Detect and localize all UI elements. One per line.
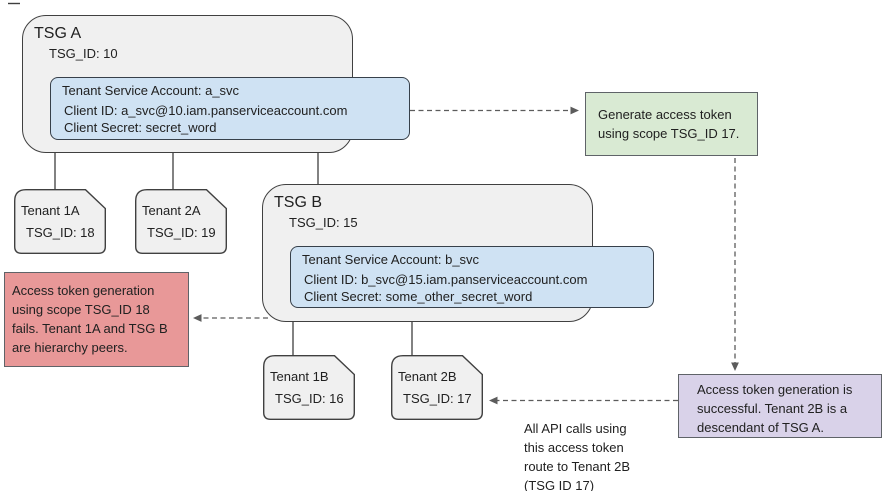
token-fail-note: Access token generation using scope TSG_… [4,272,189,367]
token-success-line-3: descendant of TSG A. [697,420,824,435]
token-fail-line-1: Access token generation [12,283,155,298]
arrowhead-down-icon [731,362,739,371]
tenant-1a-card: Tenant 1A TSG_ID: 18 [14,189,106,254]
tenant-card-shape [391,355,483,420]
service-account-a-client-secret: Client Secret: secret_word [64,120,217,135]
api-route-line-2: this access token [524,440,624,455]
tenant-card-shape [263,355,355,420]
tsg-a-title: TSG A [34,25,82,42]
tenant-1a-id: TSG_ID: 18 [26,225,95,240]
tenant-card-shape [135,189,227,254]
tenant-card-shape [14,189,106,254]
tenant-2b-id: TSG_ID: 17 [403,391,472,406]
token-fail-line-4: are hierarchy peers. [12,340,128,355]
tenant-1b-name: Tenant 1B [270,369,329,384]
service-account-b-title: Tenant Service Account: b_svc [302,252,480,267]
service-account-b-client-secret: Client Secret: some_other_secret_word [304,289,533,304]
tenant-2b-card: Tenant 2B TSG_ID: 17 [391,355,483,420]
api-route-line-4: (TSG ID 17) [524,478,595,491]
tenant-1a-name: Tenant 1A [21,203,80,218]
arrowhead-left-icon [193,314,202,322]
tenant-2a-id: TSG_ID: 19 [147,225,216,240]
api-route-line-1: All API calls using [524,421,627,436]
api-route-label: All API calls using this access token ro… [524,419,630,491]
service-account-a-title: Tenant Service Account: a_svc [62,83,240,98]
token-success-line-1: Access token generation is [697,382,853,397]
service-account-b-client-id: Client ID: b_svc@15.iam.panserviceaccoun… [304,272,588,287]
tenant-1b-id: TSG_ID: 16 [275,391,344,406]
tenant-2a-name: Tenant 2A [142,203,201,218]
generate-token-line-2: using scope TSG_ID 17. [598,126,740,141]
tenant-2a-card: Tenant 2A TSG_ID: 19 [135,189,227,254]
tsg-b-title: TSG B [274,194,323,211]
arrowhead-right-icon [570,106,579,115]
token-fail-line-3: fails. Tenant 1A and TSG B [12,321,168,336]
service-account-b-box: Tenant Service Account: b_svc Client ID:… [290,246,654,308]
tenant-1b-card: Tenant 1B TSG_ID: 16 [263,355,355,420]
token-fail-line-2: using scope TSG_ID 18 [12,302,150,317]
arrowhead-left-icon [489,396,498,405]
tsg-b-id-label: TSG_ID: 15 [289,215,358,230]
generate-token-line-1: Generate access token [598,107,732,122]
generate-token-note: Generate access token using scope TSG_ID… [585,92,758,156]
tsg-a-id-label: TSG_ID: 10 [49,46,118,61]
tenant-2b-name: Tenant 2B [398,369,457,384]
token-success-note: Access token generation is successful. T… [678,374,882,438]
service-account-a-box: Tenant Service Account: a_svc Client ID:… [50,77,410,140]
api-route-line-3: route to Tenant 2B [524,459,631,474]
service-account-a-client-id: Client ID: a_svc@10.iam.panserviceaccoun… [64,103,348,118]
token-success-line-2: successful. Tenant 2B is a [697,401,848,416]
